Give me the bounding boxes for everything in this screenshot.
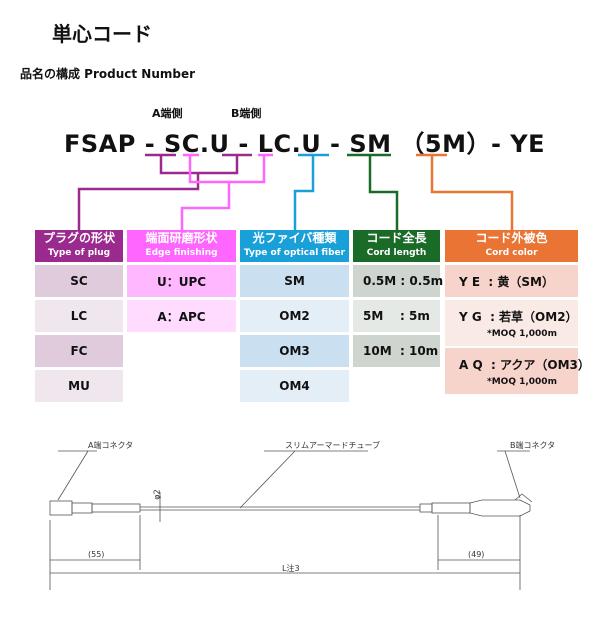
- plug-header: プラグの形状: [42, 231, 115, 245]
- plug-header-en: Type of plug: [47, 248, 111, 258]
- cable-drawing: [49, 450, 533, 590]
- dim-a-label: (55): [88, 550, 105, 559]
- section-subtitle: 品名の構成 Product Number: [20, 67, 196, 81]
- length-connector-line: [347, 153, 399, 232]
- color-option-label: A Q : アクア（OM3）: [459, 357, 590, 372]
- plug-column: プラグの形状 Type of plug SC LC FC MU: [35, 230, 123, 402]
- b-side-label: B端側: [231, 107, 262, 120]
- color-option: Y E : 黄（SM）: [445, 265, 578, 297]
- edge-header-en: Edge finishing: [145, 248, 218, 258]
- color-option-label: Y G : 若草（OM2）: [459, 309, 578, 324]
- fiber-connector-line: [293, 153, 329, 232]
- plug-option: MU: [35, 370, 123, 402]
- page-title: 単心コード: [52, 22, 152, 46]
- connector-lines: [77, 153, 514, 232]
- a-side-label: A端側: [152, 107, 183, 120]
- a-connector-label: A端コネクタ: [88, 441, 134, 450]
- color-option: Y G : 若草（OM2） *MOQ 1,000m: [445, 300, 578, 346]
- edge-column: 端面研磨形状 Edge finishing U：UPC A：APC: [127, 230, 236, 332]
- b-connector-label: B端コネクタ: [510, 441, 556, 450]
- length-column: コード全長 Cord length 0.5M : 0.5m 5M : 5m 10M…: [353, 230, 443, 367]
- dim-b-label: (49): [468, 550, 485, 559]
- edge-header: 端面研磨形状: [145, 231, 218, 245]
- fiber-header: 光ファイバ種類: [252, 231, 337, 245]
- fiber-option: OM2: [240, 300, 349, 332]
- length-dim-label: L注3: [282, 564, 300, 573]
- fiber-header-en: Type of optical fiber: [243, 248, 346, 258]
- edge-option: A：APC: [127, 300, 236, 332]
- fiber-option: OM3: [240, 335, 349, 367]
- color-column: コード外被色 Cord color Y E : 黄（SM） Y G : 若草（OM…: [445, 230, 590, 394]
- plug-option: SC: [35, 265, 123, 297]
- color-header-en: Cord color: [485, 248, 538, 258]
- tube-label: スリムアーマードチューブ: [285, 441, 381, 450]
- plug-option: FC: [35, 335, 123, 367]
- color-option: A Q : アクア（OM3） *MOQ 1,000m: [445, 348, 590, 394]
- moq-note: *MOQ 1,000m: [487, 328, 557, 339]
- edge-connector-line: [180, 153, 273, 232]
- fiber-option: SM: [240, 265, 349, 297]
- length-option: 5M : 5m: [353, 300, 440, 332]
- length-option: 0.5M : 0.5m: [353, 265, 443, 297]
- moq-note: *MOQ 1,000m: [487, 376, 557, 387]
- length-header: コード全長: [366, 231, 427, 245]
- edge-option: U：UPC: [127, 265, 236, 297]
- color-connector-line: [416, 153, 514, 232]
- color-header: コード外被色: [475, 231, 548, 245]
- plug-connector-line: [77, 153, 252, 232]
- plug-option: LC: [35, 300, 123, 332]
- fiber-option: OM4: [240, 370, 349, 402]
- length-option: 10M : 10m: [353, 335, 440, 367]
- diameter-label: φ2: [152, 489, 162, 500]
- product-number: FSAP - SC.U - LC.U - SM （5M）- YE: [64, 130, 546, 158]
- length-header-en: Cord length: [366, 248, 427, 258]
